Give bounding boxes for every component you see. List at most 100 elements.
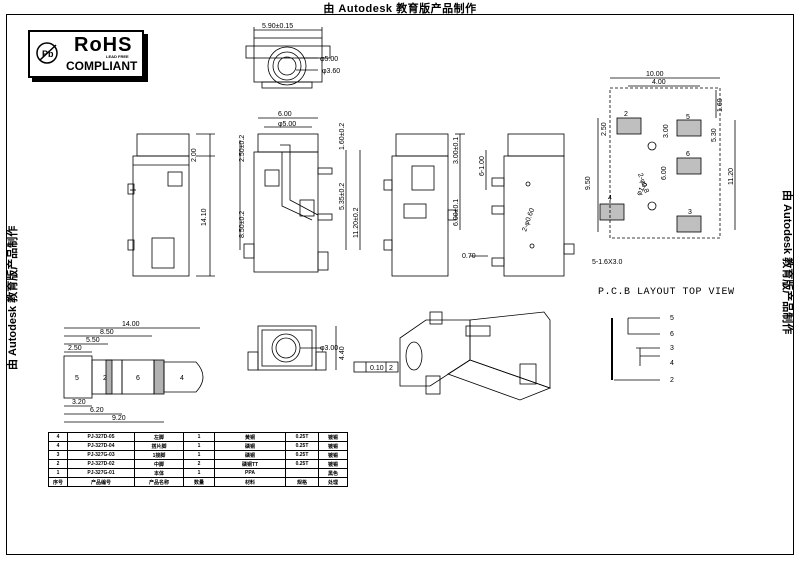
bom-cell: 2 [183, 459, 215, 469]
bom-header-row: 序号 产品编号 产品名称 数量 材料 规格 处理 [48, 477, 348, 487]
bom-cell: 搭片脚 [134, 441, 184, 451]
plug-6_2-dim: 6.20 [90, 407, 104, 414]
bom-cell: 1 [48, 468, 68, 478]
pcb-layout: 10.00 4.00 1.60 2.50 3.00 5.30 9.50 6.00… [585, 71, 736, 266]
bf-tol-2: 2 [389, 365, 393, 372]
drawing-frame [6, 14, 794, 555]
bom-row: 1 PJ-327G-01 本体 1 PPA 黑色 [48, 468, 348, 478]
bom-cell: 镀锡 [318, 450, 348, 460]
pcb-pad-4 [599, 203, 625, 221]
rohs-title: RoHS [74, 34, 133, 56]
bom-cell: 1 [183, 450, 215, 460]
bom-cell: 1 [183, 468, 215, 478]
plug-8_5-dim: 8.50 [100, 329, 114, 336]
plug-3_2-dim: 3.20 [72, 399, 86, 406]
pcb-pad-2 [616, 117, 642, 135]
bom-header-cell: 产品编号 [67, 477, 135, 487]
pcb-slot-dim: 5-1.6X3.0 [592, 259, 622, 266]
bom-header-cell: 数量 [183, 477, 215, 487]
bf-3-dim: φ3.00 [320, 345, 338, 352]
pcb-2_5-dim: 2.50 [601, 122, 608, 136]
iso-view [399, 311, 552, 401]
plug-seg-2: 2 [103, 375, 107, 382]
bom-cell: 中脚 [134, 459, 184, 469]
plug-14-dim: 14.00 [122, 321, 140, 328]
schematic: 5 6 3 4 2 [611, 315, 674, 384]
bom-cell: 黑色 [318, 468, 348, 478]
bom-cell: PJ-327D-05 [67, 432, 135, 442]
watermark-top: 由 Autodesk 教育版产品制作 [323, 3, 477, 15]
bom-cell: 4 [48, 441, 68, 451]
bom-cell: 磷铜 [214, 441, 286, 451]
bf-4_4-dim: 4.40 [339, 346, 346, 360]
left-side-view: 2.00 14.10 [127, 133, 215, 277]
bom-cell: 3 [48, 450, 68, 460]
bom-cell: 0.25T [285, 441, 319, 451]
sch-pin-4: 4 [670, 360, 674, 367]
bom-header-cell: 序号 [48, 477, 68, 487]
bom-cell: 1 [183, 441, 215, 451]
rohs-tiny-label: LEAD FREE [106, 54, 129, 59]
left-2-dim: 2.00 [191, 148, 198, 162]
top-width-dim: 5.90±0.15 [262, 23, 293, 30]
right-side-view: 3.00±0.1 6.00±0.1 [383, 133, 465, 277]
top-hole-dim2: φ3.60 [322, 68, 340, 75]
pcb-4-dim: 4.00 [652, 79, 666, 86]
right-6-dim: 6.00±0.1 [453, 199, 460, 226]
bom-header-cell: 材料 [214, 477, 286, 487]
bom-cell [285, 468, 319, 478]
bottom-hole-dim: 2-φ0.60 [521, 207, 536, 232]
pcb-pad-4-label: 4 [608, 195, 612, 202]
top-view: 5.90±0.15 φ5.00 φ3.60 [245, 23, 340, 89]
plug-2_5-dim: 2.50 [68, 345, 82, 352]
bom-cell: 镀锡 [318, 441, 348, 451]
pcb-9_5-dim: 9.50 [585, 176, 592, 190]
bom-cell: 1接脚 [134, 450, 184, 460]
bom-cell: 磷铜 [214, 450, 286, 460]
front-view: 6.00 φ5.00 2.50±0.2 8.50±0.2 1.60±0.2 5.… [239, 111, 361, 273]
sch-pin-3: 3 [670, 345, 674, 352]
bom-cell: 0.25T [285, 432, 319, 442]
plug-seg-6: 6 [136, 375, 140, 382]
bom-cell: 镀锡 [318, 459, 348, 469]
bom-cell: 1 [183, 432, 215, 442]
bf-tol-1: 0.10 [370, 365, 384, 372]
pcb-5_3-dim: 5.30 [711, 128, 718, 142]
bottom-front-view: φ3.00 4.40 0.10 2 [247, 325, 399, 373]
pcb-pad-5-label: 5 [686, 114, 690, 121]
plug-9_2-dim: 9.20 [112, 415, 126, 422]
sch-pin-5: 5 [670, 315, 674, 322]
rohs-subtitle: COMPLIANT [66, 59, 138, 73]
pcb-pad-5 [676, 119, 702, 137]
bom-cell: 镀锡 [318, 432, 348, 442]
pcb-1_6-dim: 1.60 [717, 98, 724, 112]
left-14-dim: 14.10 [201, 208, 208, 226]
bom-cell: 2 [48, 459, 68, 469]
pcb-10-dim: 10.00 [646, 71, 664, 78]
bom-cell: 黄铜 [214, 432, 286, 442]
bom-row: 2 PJ-327D-02 中脚 2 磷铜TT 0.25T 镀锡 [48, 459, 348, 469]
right-3-dim: 3.00±0.1 [453, 137, 460, 164]
bill-of-materials: 4 PJ-327D-05 左脚 1 黄铜 0.25T 镀锡 4 PJ-327D-… [48, 432, 348, 487]
front-6-dim: 6.00 [278, 111, 292, 118]
bottom-0_7-dim: 0.70 [462, 253, 476, 260]
bom-row: 3 PJ-327G-03 1接脚 1 磷铜 0.25T 镀锡 [48, 450, 348, 460]
bom-cell: 0.25T [285, 450, 319, 460]
top-hole-dim: φ5.00 [320, 56, 338, 63]
front-8_5-dim: 8.50±0.2 [239, 211, 246, 238]
front-2_5-dim: 2.50±0.2 [239, 135, 246, 162]
plug-seg-5: 5 [75, 375, 79, 382]
bom-cell: PJ-327G-03 [67, 450, 135, 460]
bom-cell: 4 [48, 432, 68, 442]
bom-cell: PJ-327D-02 [67, 459, 135, 469]
pcb-pad-3-label: 3 [688, 209, 692, 216]
rohs-badge: Pb RoHS LEAD FREE COMPLIANT [28, 30, 144, 78]
pb-free-icon: Pb [36, 42, 58, 64]
pcb-pad-2-label: 2 [624, 111, 628, 118]
pcb-pad-6-label: 6 [686, 151, 690, 158]
pcb-pad-3 [676, 215, 702, 233]
sch-pin-2: 2 [670, 377, 674, 384]
bom-cell: 本体 [134, 468, 184, 478]
pcb-3-dim: 3.00 [663, 124, 670, 138]
